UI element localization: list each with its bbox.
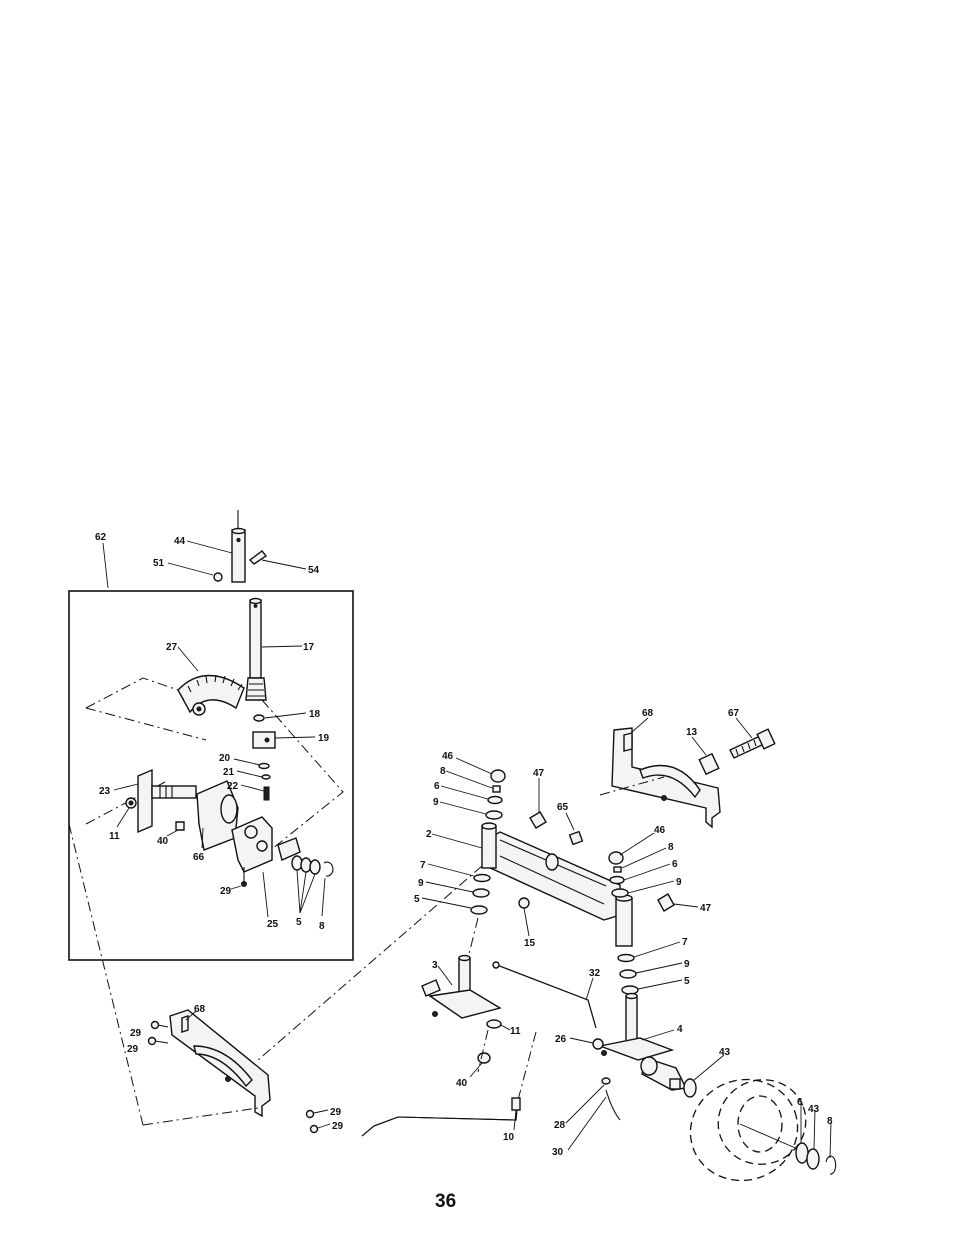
callout-6-right: 6 — [672, 859, 678, 870]
callout-51: 51 — [153, 558, 165, 569]
callout-26: 26 — [555, 1034, 567, 1045]
callout-68-left: 68 — [194, 1004, 206, 1015]
callout-5-right: 5 — [684, 976, 690, 987]
callout-66: 66 — [193, 852, 205, 863]
callout-11-inset: 11 — [109, 831, 120, 842]
callout-7-left: 7 — [420, 860, 426, 871]
steering-assembly-inset — [69, 543, 353, 960]
callout-21: 21 — [223, 767, 235, 778]
callout-62: 62 — [95, 532, 107, 543]
callout-54: 54 — [308, 565, 320, 576]
callout-11: 11 — [510, 1026, 521, 1037]
page-number: 36 — [435, 1191, 456, 1212]
callout-67: 67 — [728, 708, 740, 719]
callout-8-left: 8 — [440, 766, 446, 777]
pinion-parts — [234, 713, 315, 800]
callout-9-right: 9 — [676, 877, 682, 888]
callout-29-a: 29 — [130, 1028, 142, 1039]
callout-8-tire: 8 — [827, 1116, 833, 1127]
washers-5-clip-8 — [292, 856, 333, 916]
callout-68-right: 68 — [642, 708, 654, 719]
callout-25: 25 — [267, 919, 279, 930]
callout-46-left: 46 — [442, 751, 454, 762]
callout-labels: 62 44 51 54 27 17 18 19 20 21 22 23 11 4… — [95, 532, 833, 1212]
callout-47-top: 47 — [533, 768, 545, 779]
callout-44: 44 — [174, 536, 186, 547]
callout-17: 17 — [303, 642, 315, 653]
callout-18: 18 — [309, 709, 321, 720]
callout-29-b: 29 — [127, 1044, 139, 1055]
frame-bracket-68-left — [143, 1010, 330, 1133]
steering-bracket-parts — [114, 770, 300, 917]
callout-29-d: 29 — [332, 1121, 344, 1132]
callout-47-right: 47 — [700, 903, 712, 914]
callout-15: 15 — [524, 938, 536, 949]
callout-5-inset: 5 — [296, 917, 302, 928]
callout-8-inset: 8 — [319, 921, 325, 932]
callout-30: 30 — [552, 1147, 564, 1158]
callout-43-tire: 43 — [808, 1104, 820, 1115]
callout-20: 20 — [219, 753, 231, 764]
callout-3: 3 — [432, 960, 438, 971]
callout-40-inset: 40 — [157, 836, 169, 847]
callout-40: 40 — [456, 1078, 468, 1089]
callout-27: 27 — [166, 642, 178, 653]
callout-29-c: 29 — [330, 1107, 342, 1118]
callout-6-tire: 6 — [797, 1097, 803, 1108]
sector-gear-27 — [178, 647, 244, 715]
callout-23: 23 — [99, 786, 111, 797]
callout-7-right: 7 — [682, 937, 688, 948]
callout-13: 13 — [686, 727, 698, 738]
callout-43-top: 43 — [719, 1047, 731, 1058]
callout-29-inset: 29 — [220, 886, 232, 897]
steering-shaft-17 — [246, 599, 302, 701]
callout-32: 32 — [589, 968, 601, 979]
callout-46-right: 46 — [654, 825, 666, 836]
callout-22: 22 — [227, 781, 239, 792]
callout-19: 19 — [318, 733, 330, 744]
steering-shaft-44 — [168, 510, 306, 582]
front-tire — [676, 1065, 836, 1196]
callout-5-left: 5 — [414, 894, 420, 905]
callout-9-left-lower: 9 — [418, 878, 424, 889]
callout-6-left: 6 — [434, 781, 440, 792]
left-spindle-3 — [422, 956, 510, 1078]
callout-9-right-lower: 9 — [684, 959, 690, 970]
callout-28: 28 — [554, 1120, 566, 1131]
callout-65: 65 — [557, 802, 569, 813]
right-spindle-4 — [566, 994, 724, 1151]
tie-rod-32 — [493, 962, 596, 1100]
callout-4: 4 — [677, 1024, 683, 1035]
callout-9-left: 9 — [433, 797, 439, 808]
callout-2: 2 — [426, 829, 432, 840]
drag-link-10 — [362, 1098, 520, 1136]
callout-8-right: 8 — [668, 842, 674, 853]
callout-10: 10 — [503, 1132, 515, 1143]
